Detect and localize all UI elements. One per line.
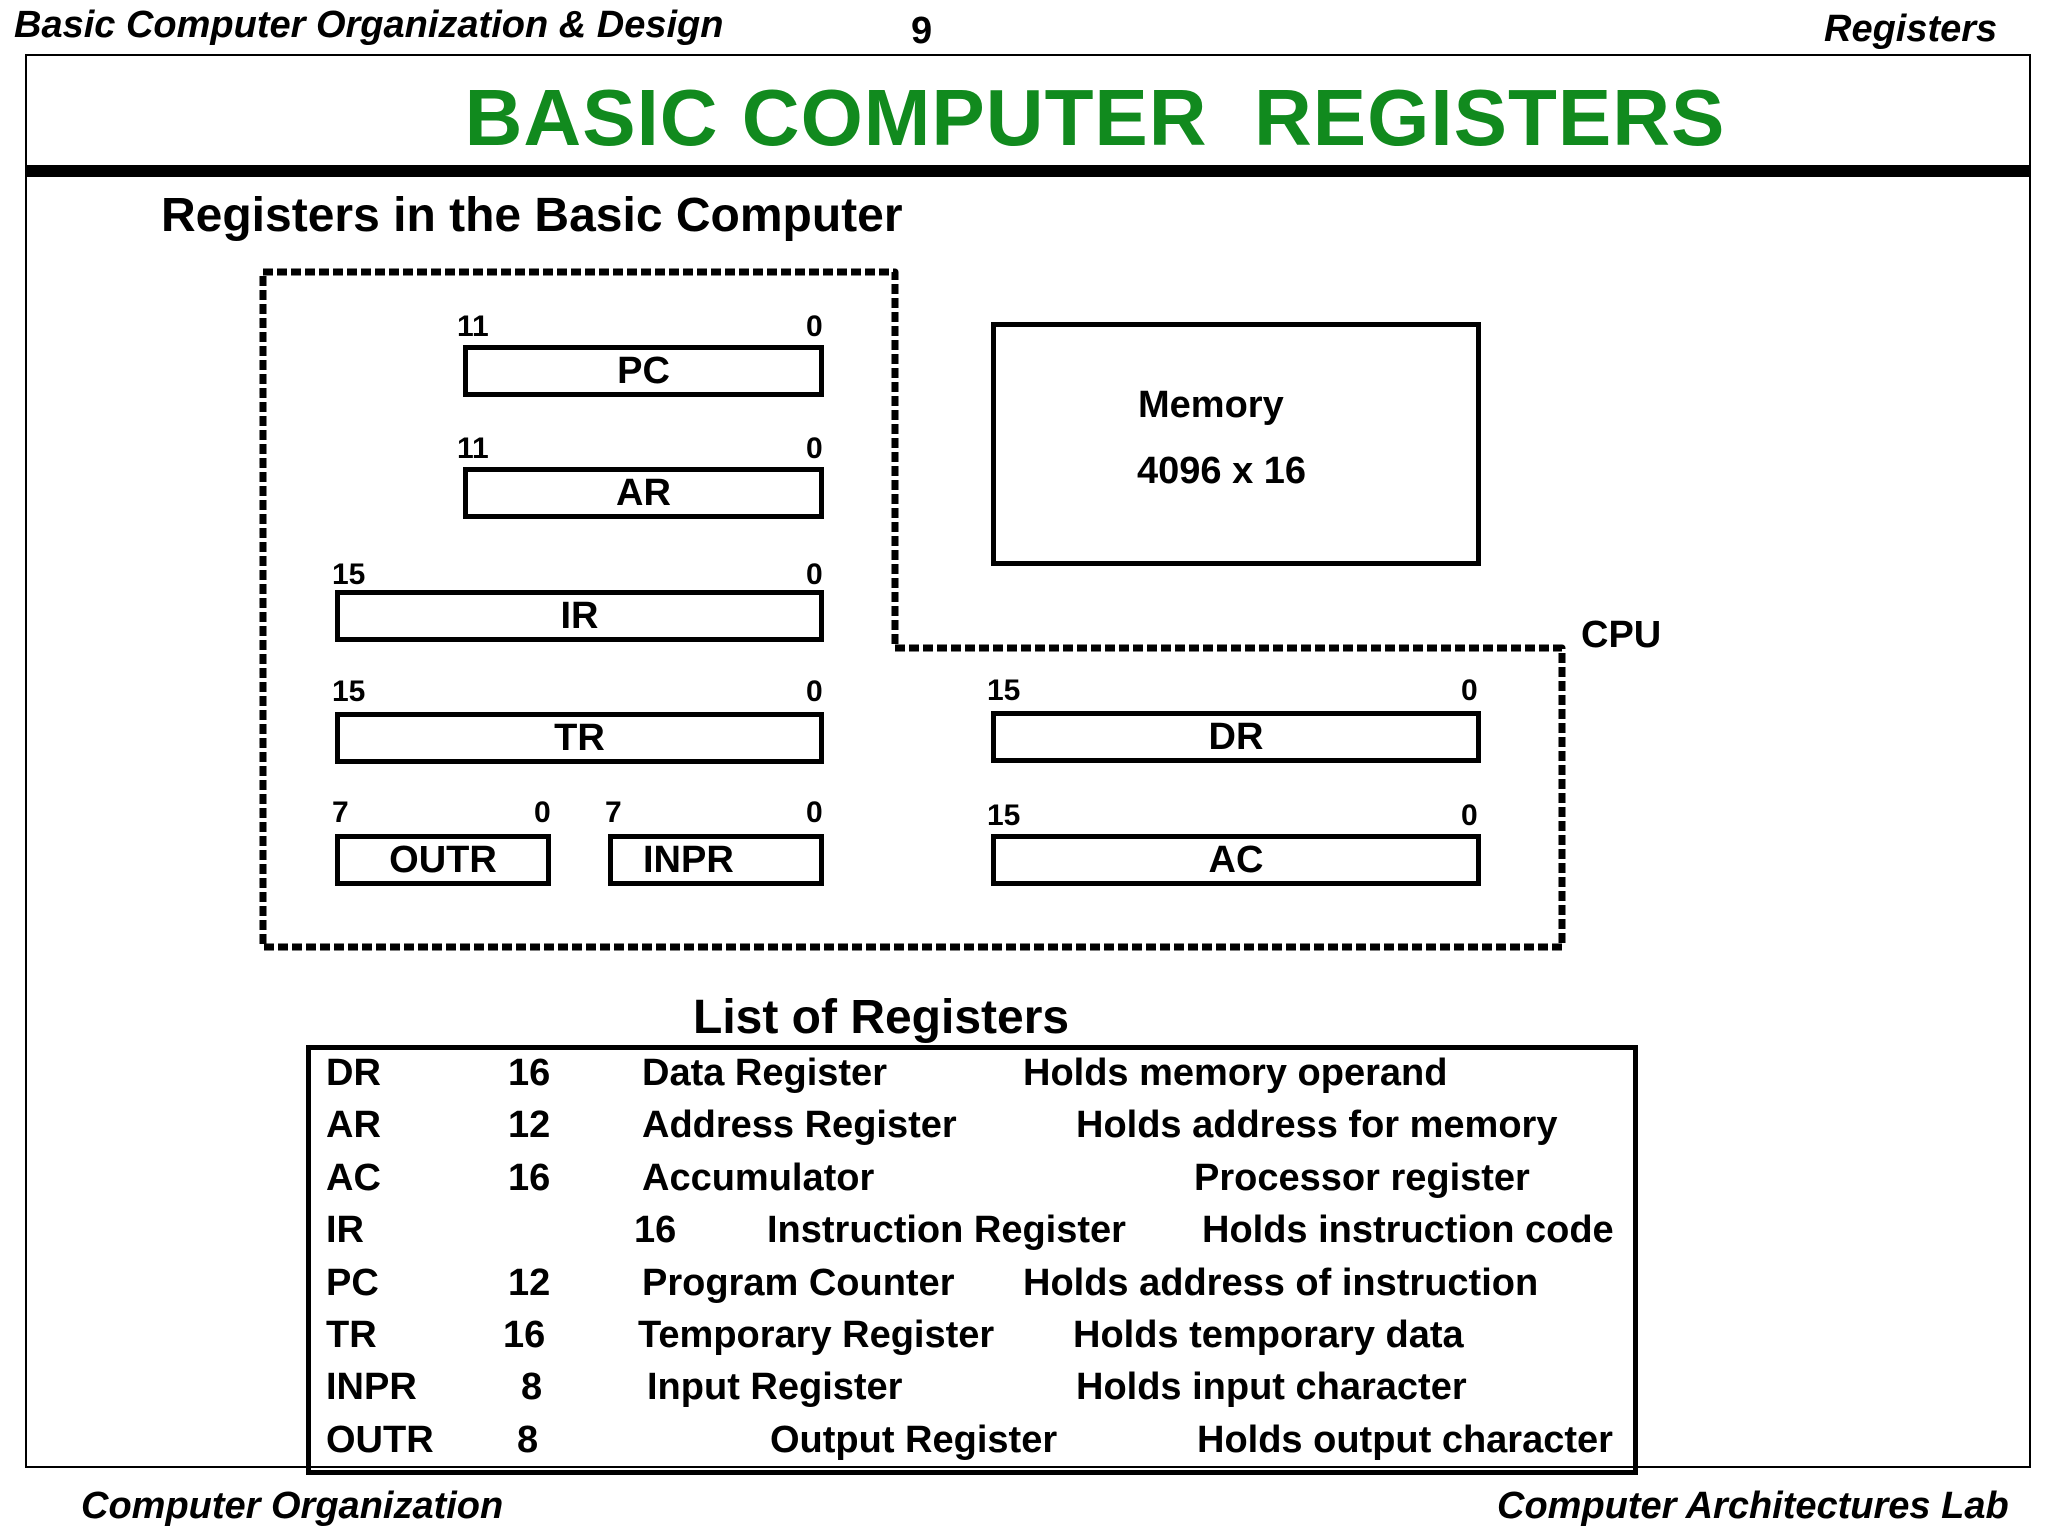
list-bits: 8 — [521, 1366, 543, 1408]
footer-right: Computer Architectures Lab — [1497, 1485, 2009, 1527]
list-name: Instruction Register — [767, 1209, 1126, 1251]
list-function: Holds input character — [1076, 1366, 1467, 1408]
header-course-title: Basic Computer Organization & Design — [14, 4, 724, 46]
list-name: Temporary Register — [638, 1314, 995, 1356]
register-ar: AR — [463, 467, 824, 519]
list-symbol: IR — [326, 1209, 364, 1251]
slide-frame — [25, 54, 2031, 1468]
register-inpr: INPR — [608, 834, 824, 886]
diagram-subtitle: Registers in the Basic Computer — [161, 189, 903, 242]
inpr-lsb: 0 — [806, 796, 823, 829]
list-symbol: OUTR — [326, 1419, 434, 1461]
list-symbol: AC — [326, 1157, 381, 1199]
memory-box — [991, 322, 1481, 566]
list-name: Accumulator — [642, 1157, 875, 1199]
list-name: Address Register — [642, 1104, 957, 1146]
list-bits: 16 — [508, 1052, 551, 1094]
ac-lsb: 0 — [1461, 799, 1478, 832]
list-function: Holds memory operand — [1023, 1052, 1448, 1094]
register-outr-label: OUTR — [389, 839, 497, 881]
register-inpr-label: INPR — [643, 839, 734, 881]
list-bits: 12 — [508, 1262, 551, 1304]
list-symbol: TR — [326, 1314, 377, 1356]
register-ac-label: AC — [1208, 839, 1264, 881]
pc-lsb: 0 — [806, 310, 823, 343]
register-dr-label: DR — [1208, 716, 1264, 758]
memory-label: Memory — [1138, 384, 1284, 426]
ac-msb: 15 — [987, 799, 1021, 832]
header-section-name: Registers — [1824, 8, 1998, 50]
list-bits: 12 — [508, 1104, 551, 1146]
list-name: Output Register — [770, 1419, 1058, 1461]
list-function: Holds address for memory — [1076, 1104, 1558, 1146]
footer-left: Computer Organization — [81, 1485, 504, 1527]
list-function: Holds temporary data — [1073, 1314, 1464, 1356]
cpu-label: CPU — [1581, 614, 1662, 656]
list-symbol: DR — [326, 1052, 381, 1094]
register-outr: OUTR — [335, 834, 551, 886]
register-ac: AC — [991, 834, 1481, 886]
list-title: List of Registers — [693, 991, 1070, 1044]
inpr-msb: 7 — [605, 796, 622, 829]
register-tr-label: TR — [554, 717, 605, 759]
register-tr: TR — [335, 712, 824, 764]
title-rule — [25, 165, 2031, 177]
list-function: Holds instruction code — [1202, 1209, 1614, 1251]
outr-lsb: 0 — [534, 796, 551, 829]
cpu-boundary-outline — [259, 268, 1566, 951]
list-name: Input Register — [647, 1366, 903, 1408]
page-number: 9 — [911, 10, 933, 52]
register-pc: PC — [463, 345, 824, 397]
memory-size: 4096 x 16 — [1137, 450, 1307, 492]
ar-lsb: 0 — [806, 432, 823, 465]
list-function: Holds address of instruction — [1023, 1262, 1539, 1304]
dr-lsb: 0 — [1461, 674, 1478, 707]
ir-msb: 15 — [332, 558, 366, 591]
list-name: Program Counter — [642, 1262, 955, 1304]
dr-msb: 15 — [987, 674, 1021, 707]
list-function: Holds output character — [1197, 1419, 1613, 1461]
list-bits: 16 — [503, 1314, 546, 1356]
list-bits: 16 — [634, 1209, 677, 1251]
outr-msb: 7 — [332, 796, 349, 829]
list-bits: 16 — [508, 1157, 551, 1199]
list-symbol: PC — [326, 1262, 379, 1304]
list-bits: 8 — [517, 1419, 539, 1461]
slide-title: BASIC COMPUTER REGISTERS — [464, 73, 1726, 162]
tr-msb: 15 — [332, 675, 366, 708]
tr-lsb: 0 — [806, 675, 823, 708]
pc-msb: 11 — [457, 310, 489, 343]
list-symbol: INPR — [326, 1366, 417, 1408]
register-ir-label: IR — [560, 595, 599, 637]
list-name: Data Register — [642, 1052, 887, 1094]
list-function: Processor register — [1194, 1157, 1530, 1199]
register-dr: DR — [991, 711, 1481, 763]
register-ar-label: AR — [616, 472, 671, 514]
register-ir: IR — [335, 590, 824, 642]
list-symbol: AR — [326, 1104, 381, 1146]
register-list-table — [306, 1045, 1638, 1475]
ir-lsb: 0 — [806, 558, 823, 591]
register-pc-label: PC — [617, 350, 670, 392]
ar-msb: 11 — [457, 432, 489, 465]
